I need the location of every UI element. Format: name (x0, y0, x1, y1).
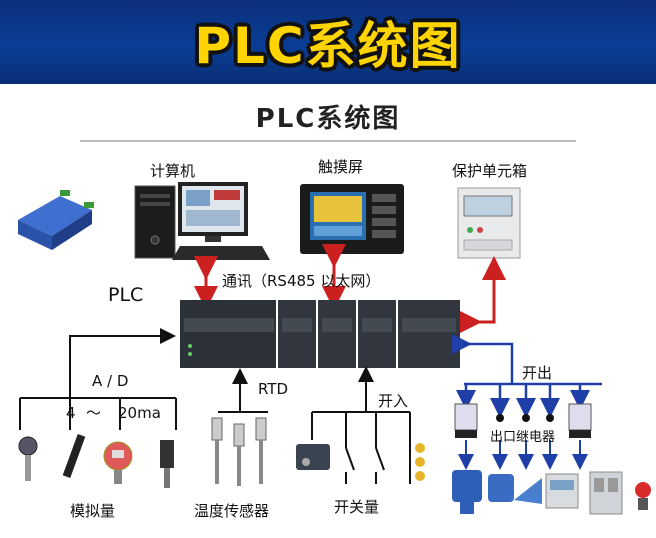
label-touchscreen: 触摸屏 (318, 158, 364, 176)
label-computer: 计算机 (150, 162, 196, 180)
label-temp-sensor: 温度传感器 (194, 502, 270, 520)
diagram-title: PLC系统图 (255, 104, 401, 134)
label-plc: PLC (108, 284, 144, 306)
output-devices (452, 470, 651, 515)
label-switch-in: 开入 (378, 392, 409, 410)
label-relay: 出口继电器 (490, 430, 556, 445)
label-analog-ad: A / D (92, 372, 129, 390)
relays (454, 403, 592, 438)
converter-icon (18, 190, 94, 250)
label-analog-tilde: ～ (86, 404, 102, 422)
label-rtd: RTD (258, 380, 289, 398)
label-analog-low: 4 (66, 404, 76, 422)
comm-arrows (194, 244, 506, 334)
protection-box-icon (457, 187, 521, 259)
touchscreen-icon (300, 184, 404, 254)
title-banner: PLC系统图 (0, 0, 656, 84)
switch-in-wiring (311, 366, 411, 484)
label-comm: 通讯（RS485 以太网） (222, 272, 381, 290)
label-analog: 模拟量 (70, 502, 116, 520)
label-switch-qty: 开关量 (334, 498, 380, 516)
temp-wiring (218, 368, 268, 413)
title-divider (80, 140, 576, 142)
analog-wiring (19, 328, 177, 430)
temp-sensors (211, 417, 267, 486)
plc-rack (180, 300, 460, 368)
analog-sensors (18, 433, 174, 488)
label-protection-box: 保护单元箱 (452, 162, 528, 180)
switch-devices (296, 443, 425, 481)
computer-icon (134, 182, 270, 260)
label-switch-out: 开出 (522, 364, 553, 382)
banner-title: PLC系统图 (194, 17, 462, 75)
switch-out-wiring (452, 334, 602, 470)
label-analog-high: 20ma (118, 404, 161, 422)
